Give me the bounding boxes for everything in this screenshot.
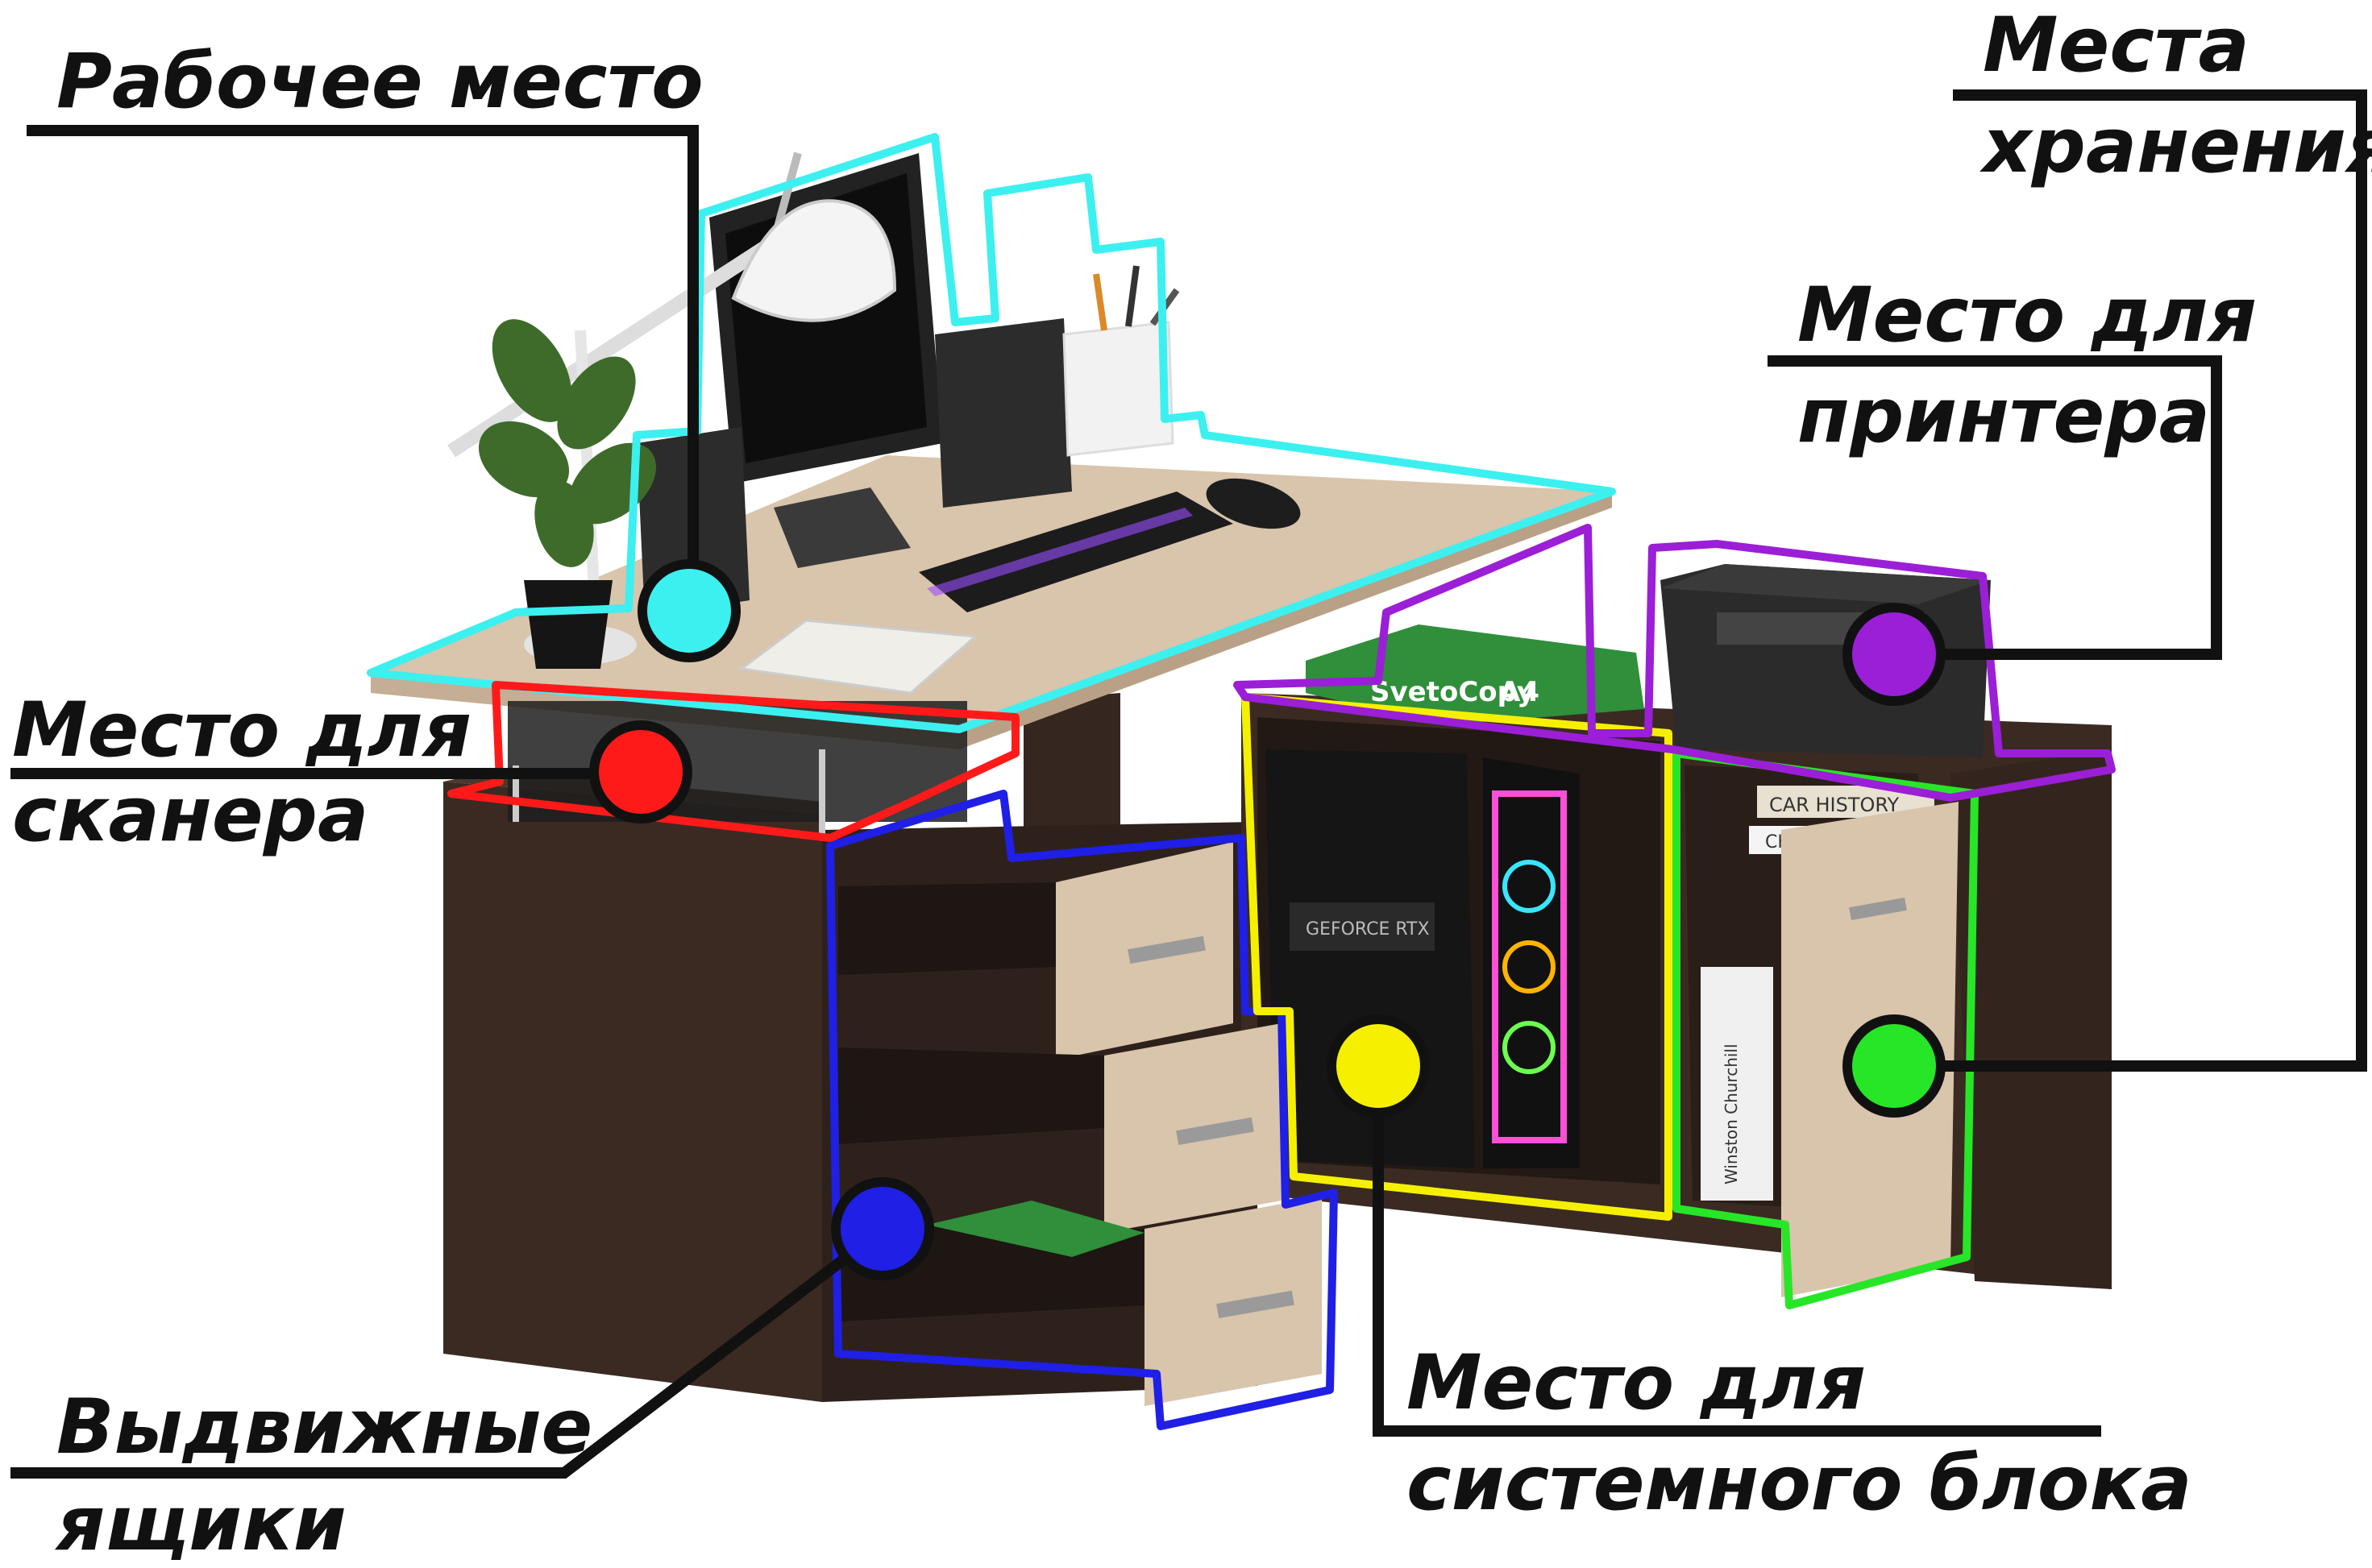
gpu-text: GEFORCE RTX: [1306, 919, 1430, 940]
storage-dot: [1842, 1014, 1946, 1118]
printer-outline: [1233, 524, 2116, 802]
label-system-unit-line-1: Место для: [1406, 1339, 1866, 1427]
leader-lines: [10, 89, 2367, 1479]
scanner-dot: [589, 720, 692, 823]
speaker-right: [935, 318, 1072, 508]
book-text-1: CAR HISTORY: [1769, 794, 1900, 816]
workplace-outline: [367, 133, 1616, 733]
scanner-outline: [447, 681, 1020, 842]
paper-brand-text: SvetoCopy: [1370, 676, 1535, 708]
drawers-dot: [831, 1177, 934, 1280]
system-unit-outline: [1241, 693, 1672, 1221]
label-workplace: Рабочее место: [56, 38, 704, 126]
label-scanner-line-2: сканера: [12, 771, 369, 859]
book-text-3: Winston Churchill: [1722, 1043, 1741, 1184]
leader-drawers: [10, 1225, 887, 1479]
pen-holder: [1062, 321, 1174, 457]
marker-dots: [589, 559, 1946, 1280]
label-scanner-line-1: Место для: [12, 687, 471, 774]
leader-system-unit: [1373, 1070, 2101, 1437]
mouse: [1206, 478, 1301, 529]
label-drawers-line-2: ящики: [56, 1480, 347, 1568]
label-storage-line-2: хранения: [1983, 102, 2372, 190]
label-system-unit-line-2: системного блока: [1406, 1440, 2192, 1528]
leader-printer: [1768, 355, 2222, 660]
label-drawers-line-1: Выдвижные: [56, 1383, 593, 1471]
workplace-dot: [638, 559, 741, 662]
leader-storage: [1888, 89, 2367, 1072]
paper-size-text: A4: [1499, 676, 1539, 708]
paper-ream: [1306, 624, 1644, 725]
zone-outlines: [367, 133, 2116, 1430]
leader-workplace: [27, 125, 699, 594]
label-storage-line-1: Места: [1983, 2, 2249, 89]
system-unit-dot: [1327, 1014, 1430, 1118]
label-printer-line-2: принтера: [1797, 372, 2210, 460]
lamp-shade: [731, 199, 897, 322]
label-printer-line-1: Место для: [1797, 272, 2257, 359]
drawers-outline: [826, 790, 1338, 1430]
printer-dot: [1842, 603, 1946, 706]
open-book: [738, 619, 978, 695]
